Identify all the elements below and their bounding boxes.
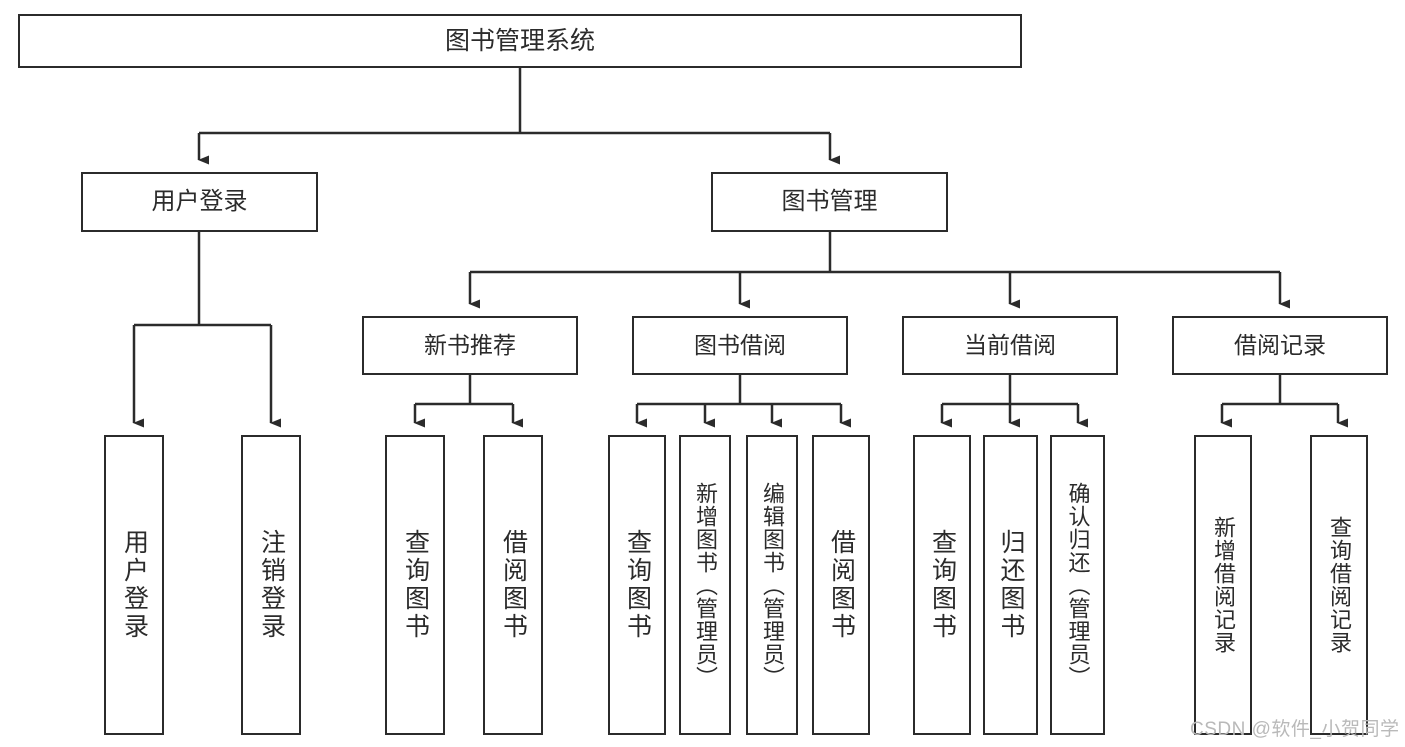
node-label: 查询图书	[401, 529, 430, 641]
node-book-borrow[interactable]: 图书借阅	[632, 316, 848, 375]
node-new-book-recommend[interactable]: 新书推荐	[362, 316, 578, 375]
node-user-login[interactable]: 用户登录	[81, 172, 318, 232]
node-label: 图书管理	[781, 187, 878, 215]
leaf-query-book-current[interactable]: 查询图书	[913, 435, 971, 735]
node-label: 查询图书	[623, 529, 652, 641]
node-label: 新增图书（管理员）	[693, 481, 718, 689]
leaf-confirm-return-admin[interactable]: 确认归还（管理员）	[1050, 435, 1105, 735]
leaf-query-borrow-record[interactable]: 查询借阅记录	[1310, 435, 1368, 735]
node-label: 确认归还（管理员）	[1065, 481, 1091, 689]
leaf-query-book-borrow[interactable]: 查询图书	[608, 435, 666, 735]
leaf-edit-book-admin[interactable]: 编辑图书（管理员）	[746, 435, 798, 735]
node-label: 查询借阅记录	[1327, 516, 1352, 654]
node-current-borrow[interactable]: 当前借阅	[902, 316, 1118, 375]
node-label: 图书管理系统	[444, 27, 595, 55]
node-label: 当前借阅	[964, 331, 1056, 358]
csdn-watermark: CSDN @软件_小贺同学	[1190, 719, 1400, 740]
node-label: 新书推荐	[424, 331, 516, 358]
leaf-add-borrow-record[interactable]: 新增借阅记录	[1194, 435, 1252, 735]
node-label: 用户登录	[120, 529, 149, 641]
node-borrow-record[interactable]: 借阅记录	[1172, 316, 1388, 375]
node-label: 借阅图书	[827, 529, 856, 641]
leaf-logout-login[interactable]: 注销登录	[241, 435, 301, 735]
node-label: 编辑图书（管理员）	[760, 481, 785, 689]
node-label: 新增借阅记录	[1211, 516, 1236, 654]
leaf-borrow-book-newbook[interactable]: 借阅图书	[483, 435, 543, 735]
node-label: 注销登录	[257, 529, 286, 641]
node-book-management-system[interactable]: 图书管理系统	[18, 14, 1022, 68]
leaf-user-login[interactable]: 用户登录	[104, 435, 164, 735]
node-label: 借阅图书	[499, 529, 528, 641]
node-label: 归还图书	[997, 529, 1025, 641]
leaf-return-book[interactable]: 归还图书	[983, 435, 1038, 735]
node-label: 图书借阅	[694, 331, 786, 358]
leaf-borrow-book[interactable]: 借阅图书	[812, 435, 870, 735]
node-label: 查询图书	[928, 529, 957, 641]
node-label: 借阅记录	[1234, 331, 1326, 358]
node-book-management[interactable]: 图书管理	[711, 172, 948, 232]
leaf-query-book-newbook[interactable]: 查询图书	[385, 435, 445, 735]
leaf-add-book-admin[interactable]: 新增图书（管理员）	[679, 435, 731, 735]
node-label: 用户登录	[151, 187, 248, 215]
